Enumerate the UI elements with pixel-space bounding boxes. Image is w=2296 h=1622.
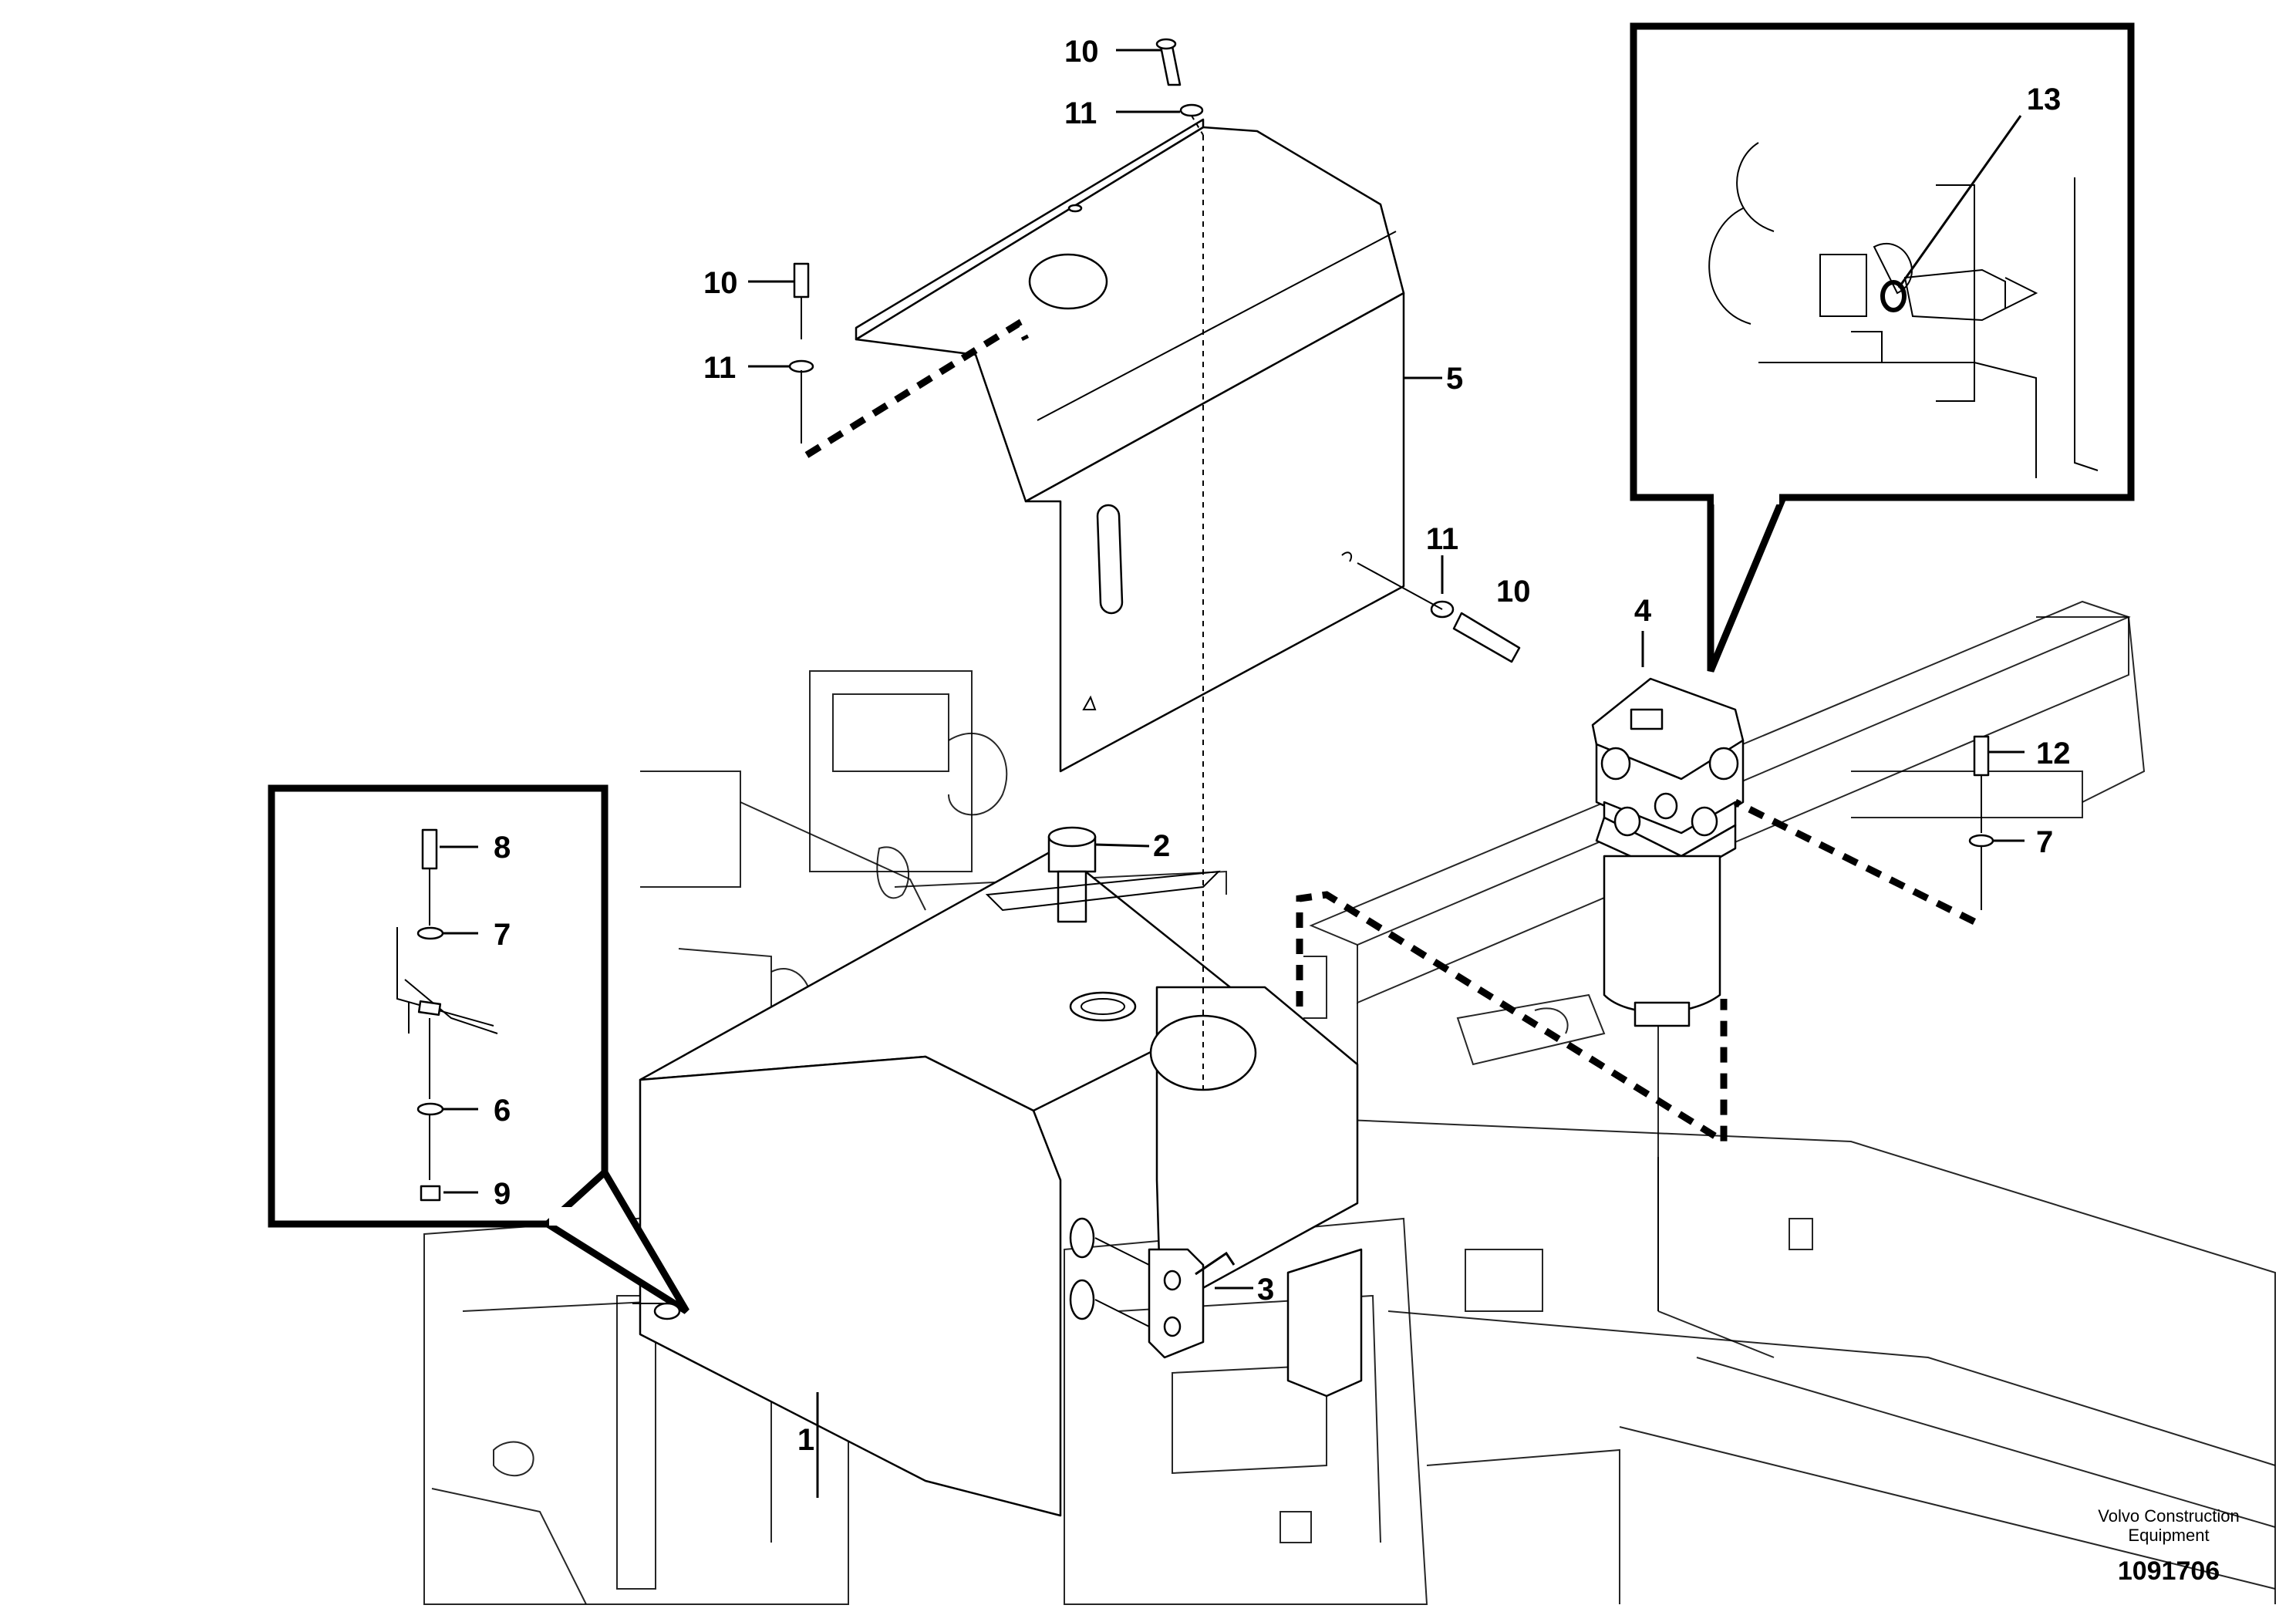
breather-cap bbox=[985, 826, 1221, 923]
callout-10b: 10 bbox=[703, 266, 738, 300]
detail-inset-left bbox=[268, 784, 689, 1320]
detail-inset-13 bbox=[1630, 22, 2135, 673]
valve-block bbox=[1094, 1237, 1363, 1398]
brand-line-2: Equipment bbox=[2128, 1526, 2209, 1545]
callout-7a: 7 bbox=[494, 918, 511, 952]
callouts: 1 2 3 4 5 6 7 7 8 9 10 10 10 11 11 11 12… bbox=[494, 35, 2071, 1457]
callout-11c: 11 bbox=[1426, 522, 1458, 556]
callout-10a: 10 bbox=[1064, 35, 1099, 69]
brand-line-1: Volvo Construction bbox=[2098, 1506, 2239, 1526]
callout-1: 1 bbox=[797, 1423, 814, 1457]
callout-11b: 11 bbox=[703, 351, 736, 385]
fasteners bbox=[748, 38, 2025, 1148]
callout-5: 5 bbox=[1446, 362, 1463, 396]
document-footer: Volvo Construction Equipment 1091706 bbox=[2098, 1506, 2239, 1586]
callout-11a: 11 bbox=[1064, 96, 1097, 130]
filter-assembly bbox=[1591, 677, 1745, 1027]
tank bbox=[639, 847, 1359, 1517]
callout-3: 3 bbox=[1257, 1273, 1274, 1307]
callout-8: 8 bbox=[494, 831, 511, 865]
callout-7b: 7 bbox=[2036, 825, 2053, 859]
callout-12: 12 bbox=[2036, 737, 2071, 771]
leader-lines bbox=[816, 376, 1644, 1498]
callout-9: 9 bbox=[494, 1177, 511, 1211]
callout-10c: 10 bbox=[1496, 575, 1531, 609]
cover-panel bbox=[855, 118, 1405, 773]
callout-4: 4 bbox=[1634, 594, 1652, 628]
callout-2: 2 bbox=[1153, 829, 1170, 863]
callout-6: 6 bbox=[494, 1094, 511, 1128]
callout-13: 13 bbox=[2027, 83, 2062, 116]
document-number: 1091706 bbox=[2118, 1556, 2220, 1586]
